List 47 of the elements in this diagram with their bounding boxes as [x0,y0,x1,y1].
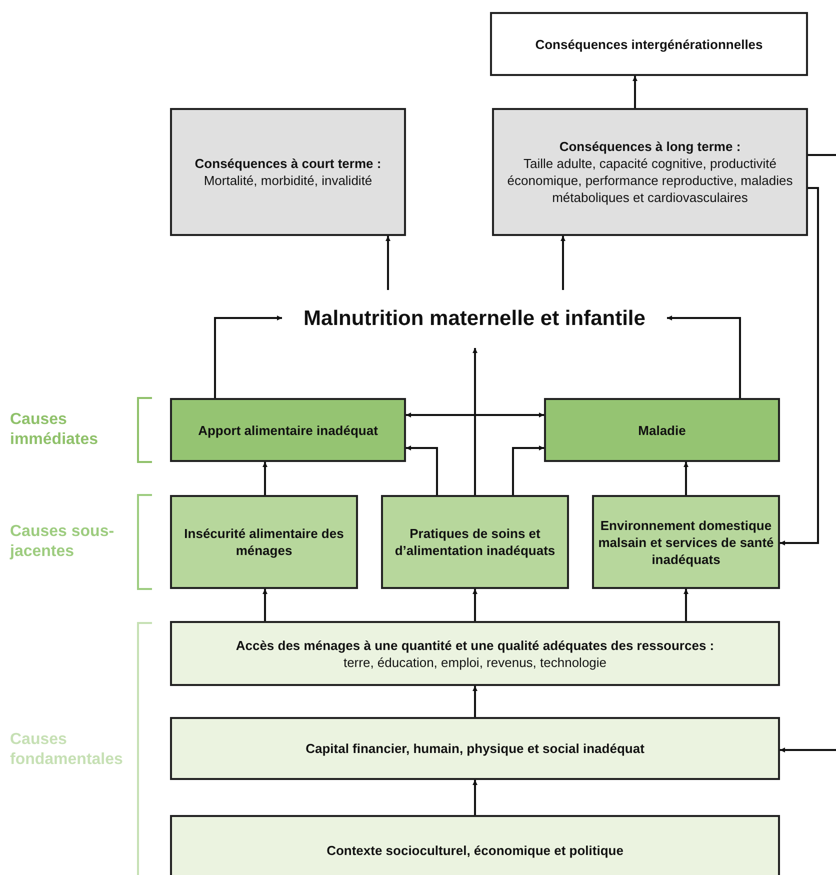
arrow [472,780,478,815]
arrow [214,316,282,398]
cause-box [592,495,780,589]
cause-box [544,398,780,462]
arrow [262,589,268,621]
arrow [780,187,819,546]
cause-box [170,621,780,686]
consequence-box [490,12,808,76]
box-heading: Environnement domestique malsain et services de santé inadéquats [598,516,774,568]
box-heading: Maladie [638,422,686,438]
arrow [632,76,638,108]
consequence-box [492,108,808,236]
cause-level-label: Causes sous-jacentes [10,522,116,562]
arrow [472,348,478,495]
arrow [780,748,836,752]
cause-box [170,717,780,780]
box-heading: Conséquences à long terme : [559,138,741,155]
box-text: Mortalité, morbidité, invalidité [204,172,372,189]
arrow [386,236,390,290]
cause-box [170,398,406,462]
box-heading: Apport alimentaire inadéquat [198,422,378,438]
box-text: Taille adulte, capacité cognitive, productivité économique, performance reproductive, maladies métaboliques et cardiovasculaires [506,155,794,206]
box-heading: Insécurité alimentaire des ménages [183,525,345,559]
arrow [406,446,438,495]
box-heading: Accès des ménages à une quantité et une qualité adéquates des ressources : [236,636,714,654]
arrow [262,462,268,495]
arrow [560,236,566,290]
arrow [684,589,688,621]
box-heading: Conséquences intergénérationnelles [535,36,763,52]
title-text: Malnutrition maternelle et infantile [282,290,667,348]
arrow [667,316,741,398]
cause-box [170,815,780,875]
box-text: terre, éducation, emploi, revenus, technologie [343,654,607,670]
cause-level-label: Causes immédiates [10,410,100,450]
arrow [512,446,544,495]
consequence-box [170,108,406,236]
arrow [472,686,478,717]
box-heading: Conséquences à court terme : [194,155,382,172]
box-heading: Contexte socioculturel, économique et politique [326,842,624,858]
cause-level-label: Causes fondamentales [10,730,124,770]
arrow [406,412,544,418]
box-heading: Capital financier, humain, physique et social inadéquat [306,740,644,757]
cause-box [170,495,358,589]
arrow [472,589,478,621]
arrow [684,462,688,495]
box-heading: Pratiques de soins et d’alimentation inadéquats [394,525,556,559]
cause-box [381,495,569,589]
